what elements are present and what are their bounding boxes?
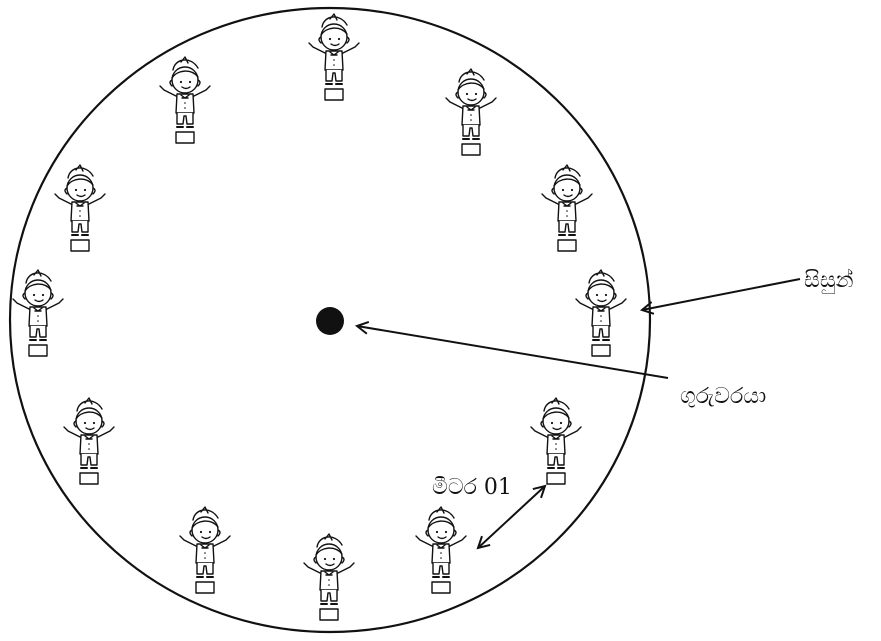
- teacher-arrow: [357, 326, 668, 378]
- pedestal-icon: [462, 144, 480, 155]
- pedestal-icon: [176, 132, 194, 143]
- child-figure-icon: [180, 507, 230, 593]
- pedestal-icon: [71, 240, 89, 251]
- pedestal-icon: [29, 345, 47, 356]
- students-label: සිසුන්: [804, 268, 854, 294]
- pedestal-icon: [80, 473, 98, 484]
- child-figure-icon: [55, 165, 105, 251]
- child-figure-icon: [160, 57, 210, 143]
- pedestal-icon: [320, 609, 338, 620]
- pedestal-icon: [325, 89, 343, 100]
- child-figure-icon: [304, 534, 354, 620]
- teacher-label: ගුරුවරයා: [680, 384, 766, 409]
- child-figure-icon: [446, 69, 496, 155]
- pedestal-icon: [432, 582, 450, 593]
- child-figure-icon: [64, 398, 114, 484]
- pedestal-icon: [547, 473, 565, 484]
- pedestal-icon: [558, 240, 576, 251]
- students-arrow: [642, 279, 800, 310]
- pedestal-icon: [592, 345, 610, 356]
- child-figure-icon: [542, 165, 592, 251]
- distance-label: මීටර 01: [432, 475, 512, 500]
- child-figure-icon: [576, 270, 626, 356]
- pedestal-icon: [196, 582, 214, 593]
- teacher-dot-icon: [316, 307, 344, 335]
- child-figure-icon: [416, 507, 466, 593]
- child-figure-icon: [309, 14, 359, 100]
- child-figure-icon: [13, 270, 63, 356]
- child-figure-icon: [531, 398, 581, 484]
